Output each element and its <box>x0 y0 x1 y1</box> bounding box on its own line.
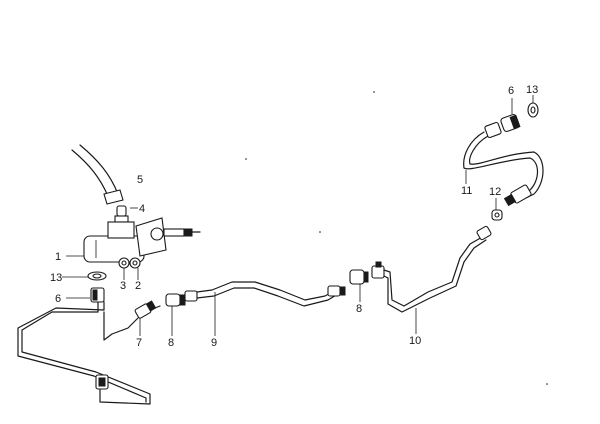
leader-lines <box>62 95 534 336</box>
callout-13-right: 13 <box>526 84 538 96</box>
callout-6-left: 6 <box>55 293 61 305</box>
washer-part-2[interactable] <box>129 257 141 269</box>
callout-10: 10 <box>409 335 421 347</box>
connector-part-6-left[interactable] <box>90 287 105 303</box>
callout-1: 1 <box>55 251 61 263</box>
hose-part-5[interactable] <box>71 144 124 205</box>
connector-part-6-right[interactable] <box>484 113 521 139</box>
fitting-part-7[interactable] <box>134 300 157 319</box>
callout-7: 7 <box>136 337 142 349</box>
callout-3: 3 <box>120 280 126 292</box>
union-part-8-left[interactable] <box>149 290 198 311</box>
callout-11: 11 <box>461 185 472 197</box>
pipe-part-10[interactable] <box>383 225 492 313</box>
pipe-loop-left[interactable] <box>17 301 151 405</box>
nut-part-3[interactable] <box>118 257 130 269</box>
callout-6-right: 6 <box>508 85 514 97</box>
union-part-8-mid[interactable] <box>349 261 385 285</box>
callout-8-mid: 8 <box>356 303 362 315</box>
callout-2: 2 <box>135 280 141 292</box>
master-cylinder-part-1[interactable] <box>83 217 201 263</box>
seal-part-13-right[interactable] <box>527 102 539 118</box>
fitting-part-12[interactable] <box>491 209 503 221</box>
callout-4: 4 <box>139 203 145 215</box>
callout-13-left: 13 <box>50 272 62 284</box>
callout-5: 5 <box>137 174 143 186</box>
callout-labels: 1 2 3 4 5 6 6 7 8 8 9 10 11 12 13 13 <box>50 84 538 349</box>
callout-9: 9 <box>211 337 217 349</box>
nipple-part-4[interactable] <box>114 205 129 223</box>
hose-part-11[interactable] <box>463 131 544 207</box>
pipe-part-9[interactable] <box>196 281 346 307</box>
callout-8-left: 8 <box>168 337 174 349</box>
callout-12: 12 <box>489 186 501 198</box>
seal-part-13-left[interactable] <box>87 271 107 281</box>
